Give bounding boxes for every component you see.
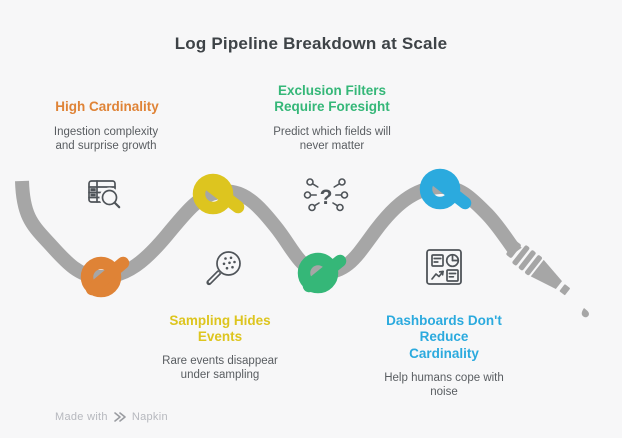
watermark-prefix: Made with (55, 411, 108, 423)
body-high-cardinality: Ingestion complexity and surprise growth (53, 126, 159, 153)
heading-high-cardinality: High Cardinality (55, 99, 159, 114)
knot-dashboards (419, 168, 472, 210)
knot-exclusion-filters (297, 252, 347, 294)
nozzle (506, 241, 570, 296)
heading-sampling-hides-events: Sampling Hides Events (169, 313, 271, 345)
body-dashboards: Help humans cope with noise (384, 372, 504, 399)
heading-dashboards: Dashboards Don't Reduce Cardinality (386, 313, 502, 361)
body-exclusion-filters: Predict which fields will never matter (273, 126, 391, 153)
page-title: Log Pipeline Breakdown at Scale (174, 34, 448, 53)
table-search-icon (88, 180, 121, 209)
droplet (581, 308, 589, 318)
knot-high-cardinality (80, 256, 130, 298)
body-sampling-hides-events: Rare events disappear under sampling (162, 355, 278, 382)
watermark-brand: Napkin (131, 411, 168, 423)
scatter-question-icon: ? (303, 178, 349, 212)
sieve-icon (206, 251, 241, 286)
knot-sampling (192, 173, 245, 215)
watermark: Made with Napkin (55, 411, 168, 423)
dashboard-report-icon (426, 249, 462, 285)
napkin-logo-icon (114, 412, 126, 422)
heading-exclusion-filters: Exclusion Filters Require Foresight (274, 83, 390, 115)
svg-text:?: ? (320, 186, 333, 209)
